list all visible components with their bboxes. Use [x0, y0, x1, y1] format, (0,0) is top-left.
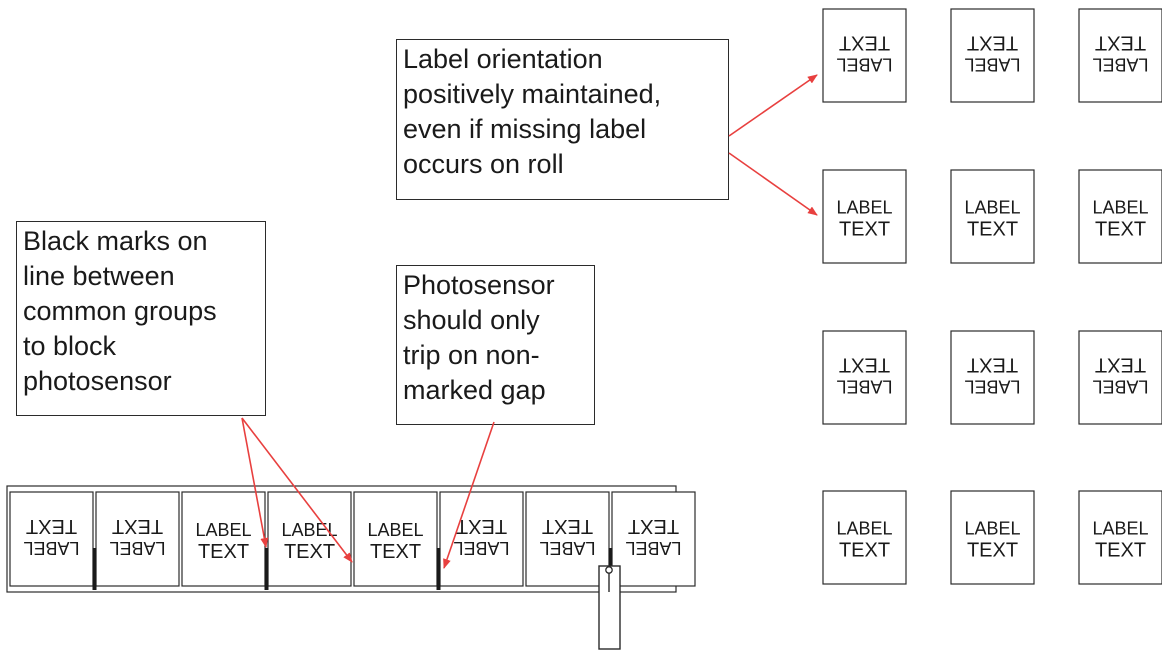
- photosensor-callout: Photosensor should only trip on non- mar…: [396, 265, 595, 425]
- black-marks-callout-line: Black marks on: [23, 226, 208, 256]
- label-text-line2: TEXT: [542, 515, 593, 537]
- label-text-line2: TEXT: [967, 219, 1018, 241]
- black-marks-callout-line: to block: [23, 331, 117, 362]
- orientation-callout: Label orientation positively maintained,…: [396, 39, 729, 200]
- arrows: [241, 74, 818, 569]
- label-text-line1: LABEL: [964, 55, 1020, 75]
- label-text-line2: TEXT: [1095, 32, 1146, 54]
- photosensor-callout-line: Photosensor: [403, 270, 555, 300]
- label-text-line1: LABEL: [453, 538, 509, 558]
- label-text-line1: LABEL: [1092, 55, 1148, 75]
- arrow-to-black-mark-1: [241, 417, 269, 548]
- label-text-line2: TEXT: [198, 541, 249, 563]
- label-text-line1: LABEL: [625, 538, 681, 558]
- label-text-line1: LABEL: [367, 520, 423, 540]
- label-text-line2: TEXT: [26, 515, 77, 537]
- label-text-line1: LABEL: [964, 377, 1020, 397]
- black-marks-callout-line: common groups: [23, 296, 217, 327]
- label-text-line1: LABEL: [836, 377, 892, 397]
- label-text-line1: LABEL: [195, 520, 251, 540]
- orientation-callout-line: occurs on roll: [403, 149, 564, 180]
- photosensor-icon: [598, 565, 621, 650]
- label-text-line1: LABEL: [1092, 377, 1148, 397]
- orientation-callout-line: even if missing label: [403, 114, 647, 145]
- label-text-line2: TEXT: [967, 540, 1018, 562]
- label-text-line1: LABEL: [1092, 519, 1148, 539]
- label-text-line1: LABEL: [836, 198, 892, 218]
- label-text-line2: TEXT: [628, 515, 679, 537]
- photosensor-callout-line: trip on non-: [403, 340, 540, 371]
- label-text-line1: LABEL: [836, 55, 892, 75]
- label-text-line1: LABEL: [281, 520, 337, 540]
- label-text-line2: TEXT: [967, 32, 1018, 54]
- label-text-line2: TEXT: [1095, 540, 1146, 562]
- label-text-line1: LABEL: [1092, 198, 1148, 218]
- label-text-line2: TEXT: [456, 515, 507, 537]
- black-mark: [436, 548, 441, 590]
- label-text-line1: LABEL: [539, 538, 595, 558]
- label-text-line1: LABEL: [964, 198, 1020, 218]
- label-text-line1: LABEL: [23, 538, 79, 558]
- arrow-to-upright-row: [728, 152, 818, 216]
- label-text-line1: LABEL: [836, 519, 892, 539]
- arrow-to-flipped-row: [728, 74, 818, 137]
- label-text-line2: TEXT: [370, 541, 421, 563]
- label-text-line2: TEXT: [839, 219, 890, 241]
- label-text-line2: TEXT: [112, 515, 163, 537]
- black-marks-callout: Black marks on line between common group…: [16, 221, 266, 416]
- label-text-line2: TEXT: [839, 354, 890, 376]
- arrow-to-black-mark-2: [241, 417, 353, 563]
- arrow-to-unmarked-gap: [443, 421, 495, 569]
- label-text-line2: TEXT: [967, 354, 1018, 376]
- orientation-callout-line: positively maintained,: [403, 79, 662, 110]
- photosensor-callout-line: marked gap: [403, 375, 546, 406]
- black-mark: [264, 548, 269, 590]
- black-mark: [92, 548, 97, 590]
- label-text-line2: TEXT: [839, 32, 890, 54]
- label-text-line2: TEXT: [1095, 354, 1146, 376]
- black-marks-callout-line: line between: [23, 261, 175, 292]
- photosensor-callout-line: should only: [403, 305, 540, 336]
- black-marks-callout-line: photosensor: [23, 366, 172, 397]
- label-text-line1: LABEL: [109, 538, 165, 558]
- orientation-callout-line: Label orientation: [403, 44, 603, 74]
- label-text-line2: TEXT: [839, 540, 890, 562]
- label-text-line1: LABEL: [964, 519, 1020, 539]
- label-grid: LABELTEXTLABELTEXTLABELTEXTLABELTEXTLABE…: [822, 8, 1162, 585]
- label-text-line2: TEXT: [1095, 219, 1146, 241]
- label-text-line2: TEXT: [284, 541, 335, 563]
